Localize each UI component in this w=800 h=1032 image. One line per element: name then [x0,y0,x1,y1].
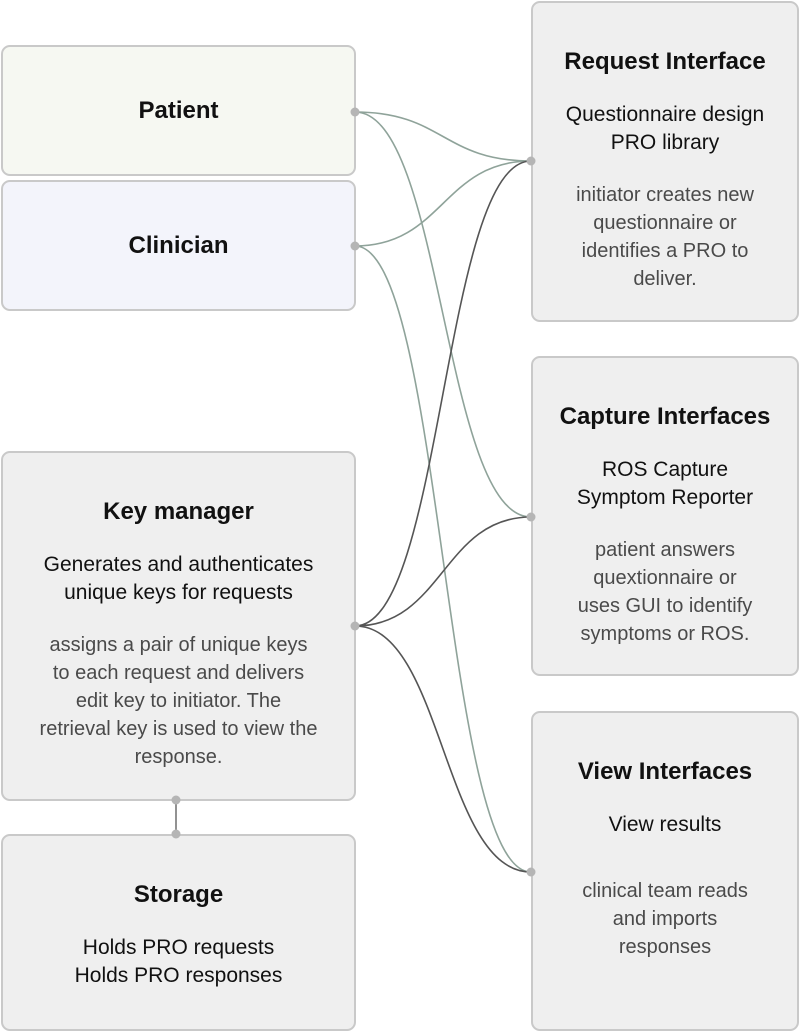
key-manager-subtitle-line: Generates and authenticates [43,553,314,576]
storage-node[interactable]: Storage Holds PRO requests Holds PRO res… [1,834,356,1031]
request-interface-description-line: questionnaire or [593,212,737,234]
storage-title: Storage [133,881,224,908]
request-interface-description-line: deliver. [633,268,697,290]
view-interfaces-node[interactable]: View Interfaces View results clinical te… [531,711,799,1031]
clinician-node[interactable]: Clinician [1,180,356,311]
view-interfaces-subtitle-line: View results [608,813,722,836]
key-manager-description-line: response. [134,746,223,768]
view-interfaces-description-line: responses [618,936,712,958]
capture-interfaces-description-line: symptoms or ROS. [580,623,750,645]
capture-interfaces-subtitle-line: Symptom Reporter [576,486,754,509]
storage-subtitle-line: Holds PRO responses [74,964,283,987]
capture-interfaces-subtitle-line: ROS Capture [601,458,729,481]
key-manager-description-line: assigns a pair of unique keys [49,634,308,656]
key-manager-subtitle-line: unique keys for requests [64,581,293,604]
edge-key-manager-to-capture-interfaces [354,516,532,627]
capture-interfaces-description-line: quextionnaire or [593,567,737,589]
key-manager-description-line: edit key to initiator. The [75,690,282,712]
capture-interfaces-description-line: patient answers [594,539,736,561]
patient-node[interactable]: Patient [1,45,356,176]
edge-patient-to-request-interface [354,111,532,162]
clinician-title: Clinician [128,231,229,259]
key-manager-title: Key manager [103,498,254,525]
capture-interfaces-node[interactable]: Capture Interfaces ROS Capture Symptom R… [531,356,799,676]
edge-patient-to-capture-interfaces [354,111,532,518]
request-interface-description-line: identifies a PRO to [581,240,749,262]
edge-key-manager-to-request-interface [354,160,532,627]
request-interface-description-line: initiator creates new [576,184,754,206]
edge-clinician-to-request-interface [354,160,532,247]
key-manager-node[interactable]: Key manager Generates and authenticates … [1,451,356,801]
capture-interfaces-description-line: uses GUI to identify [577,595,753,617]
request-interface-subtitle-line: PRO library [610,131,720,154]
patient-title: Patient [138,96,219,124]
edge-key-manager-to-view-interfaces [354,625,532,873]
view-interfaces-title: View Interfaces [577,758,753,785]
request-interface-title: Request Interface [564,48,766,75]
view-interfaces-description-line: and imports [612,908,718,930]
capture-interfaces-title: Capture Interfaces [559,403,771,430]
key-manager-description-line: to each request and delivers [52,662,305,684]
view-interfaces-description-line: clinical team reads [582,880,748,902]
request-interface-subtitle-line: Questionnaire design [565,103,765,126]
request-interface-node[interactable]: Request Interface Questionnaire design P… [531,1,799,322]
edge-clinician-to-view-interfaces [354,245,532,873]
storage-subtitle-line: Holds PRO requests [82,936,275,959]
key-manager-description-line: retrieval key is used to view the [39,718,318,740]
